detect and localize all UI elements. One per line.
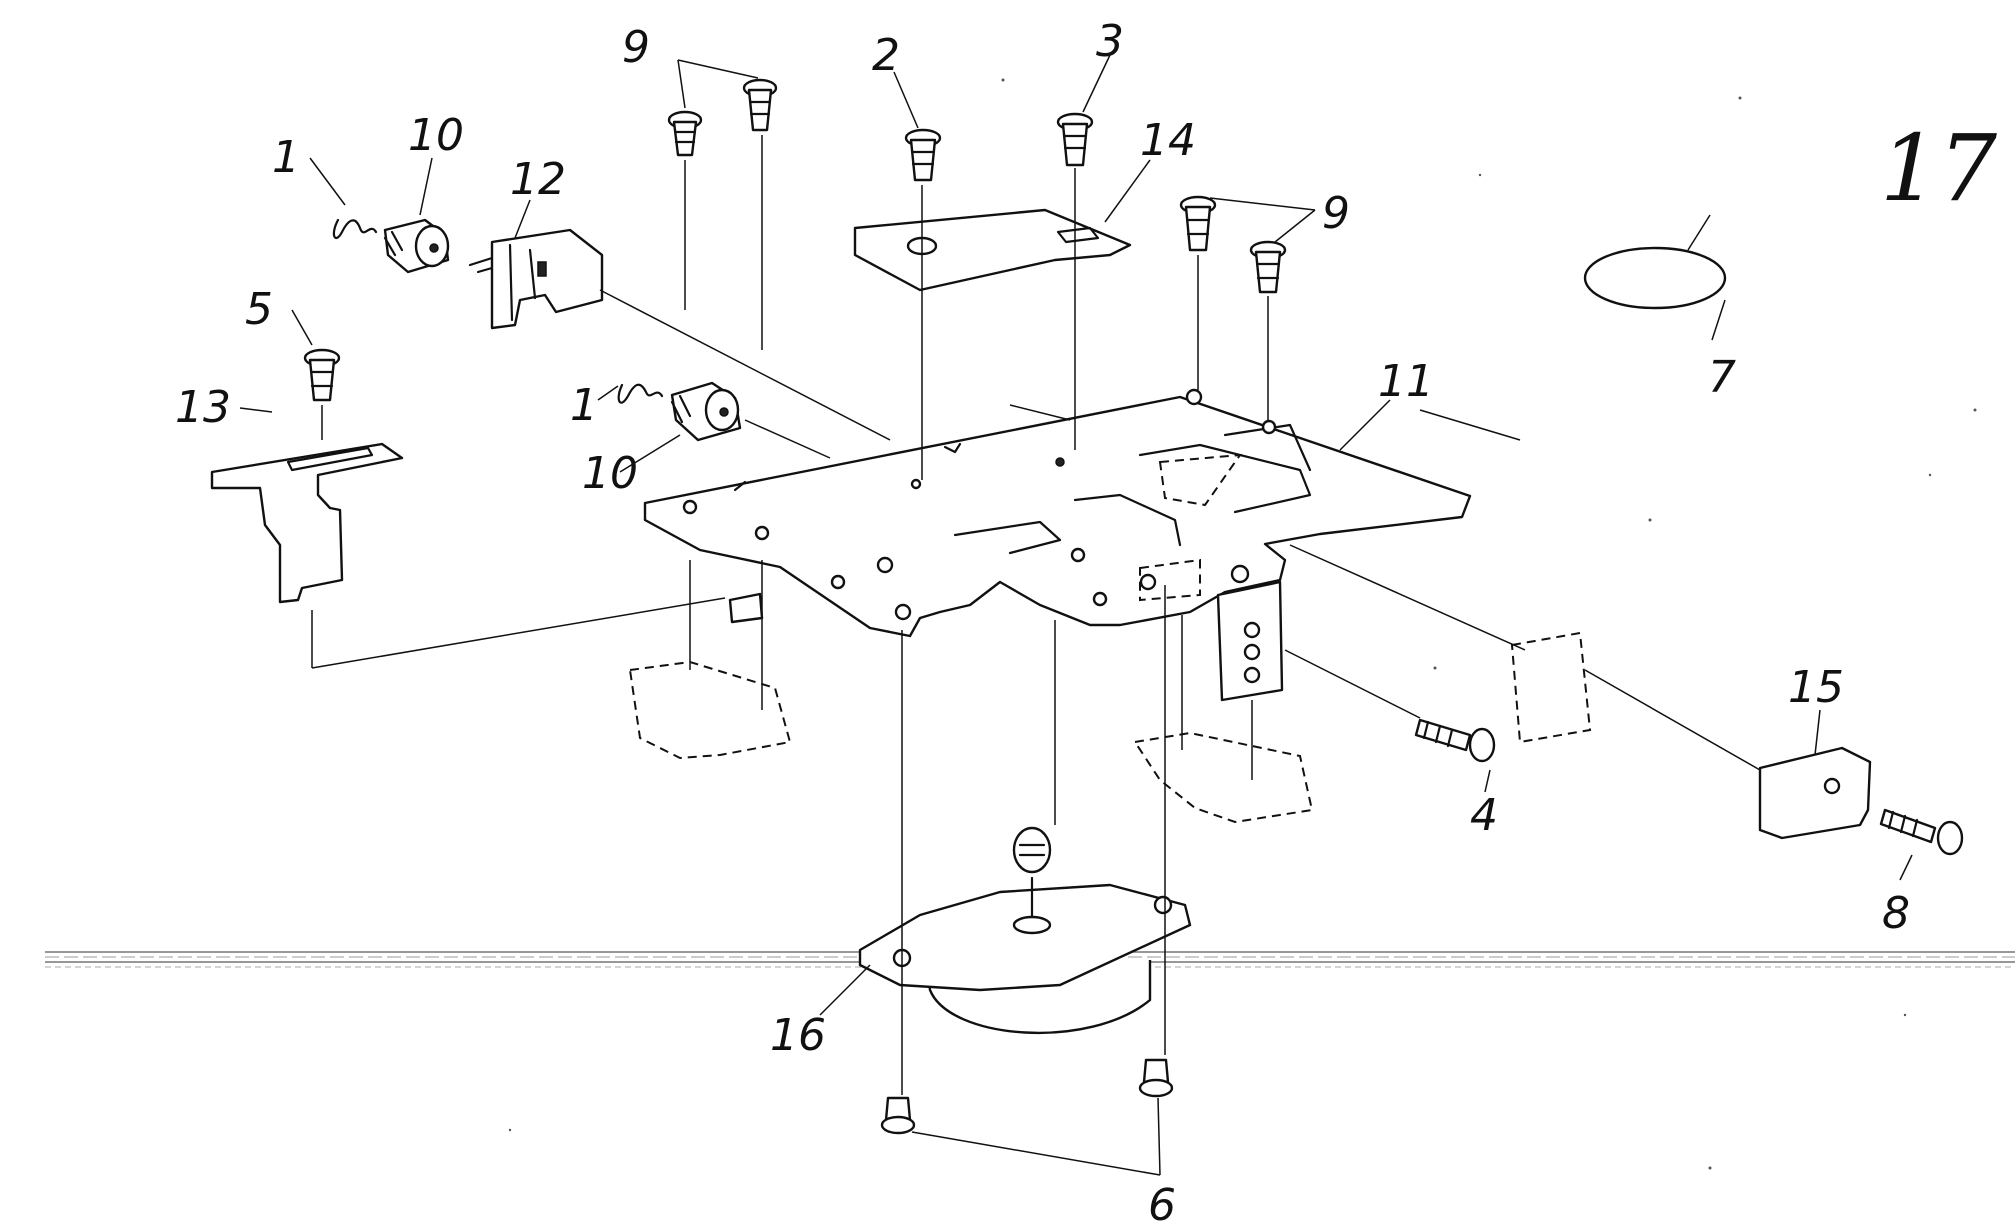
callout-15: 15 [1788, 662, 1844, 713]
screw-part-9-d [1249, 240, 1287, 294]
callout-2: 2 [872, 30, 900, 81]
clip-part-15 [1758, 746, 1872, 840]
screw-part-9-a [667, 110, 703, 157]
callout-10-upper: 10 [408, 110, 464, 161]
oval-part-7 [1583, 246, 1727, 310]
spring-part-1-upper [332, 218, 378, 239]
callout-6: 6 [1148, 1180, 1176, 1230]
callout-9-b: 9 [1322, 188, 1350, 239]
screw-part-6-a [880, 1096, 916, 1135]
screw-part-6-b [1138, 1058, 1174, 1098]
base-plate-part-11 [643, 388, 1472, 638]
callout-16: 16 [770, 1010, 826, 1061]
screw-part-5 [303, 348, 341, 402]
screw-part-3 [1056, 112, 1094, 167]
callout-9-a: 9 [622, 22, 650, 73]
bracket-part-13 [210, 442, 404, 604]
screw-part-2 [904, 128, 942, 182]
callout-8: 8 [1882, 888, 1910, 939]
screw-part-9-b [742, 78, 778, 132]
callout-labels: 1 10 12 9 2 3 14 9 5 13 1 10 11 7 4 15 8… [175, 16, 1910, 1230]
figure-number: 17 [1880, 115, 1998, 222]
screw-part-4 [1414, 718, 1496, 763]
scan-speckles [508, 78, 1977, 1170]
callout-1-upper: 1 [272, 132, 300, 183]
leader-lines [239, 54, 1913, 1176]
spring-part-1-lower [617, 383, 664, 404]
screw-part-8 [1879, 808, 1964, 856]
callout-14: 14 [1140, 115, 1196, 166]
side-bracket [728, 580, 1284, 702]
roller-part-10-upper [383, 218, 450, 274]
callout-5: 5 [245, 284, 273, 335]
callout-7: 7 [1708, 352, 1736, 403]
assembly-axis-lines [311, 135, 1761, 1095]
callout-11: 11 [1378, 356, 1434, 407]
screws [303, 78, 1964, 1135]
bracket-part-12 [468, 228, 604, 330]
screw-part-9-c [1179, 195, 1217, 252]
bracket-part-14 [853, 208, 1132, 292]
callout-3: 3 [1096, 16, 1124, 67]
hidden-bracket-outlines [628, 453, 1592, 824]
callout-10-lower: 10 [582, 448, 638, 499]
callout-4: 4 [1470, 790, 1498, 841]
callout-12: 12 [510, 154, 566, 205]
callout-1-lower: 1 [570, 380, 598, 431]
motor-part-16 [858, 826, 1192, 1035]
callout-13: 13 [175, 382, 231, 433]
roller-part-10-lower [670, 381, 742, 442]
